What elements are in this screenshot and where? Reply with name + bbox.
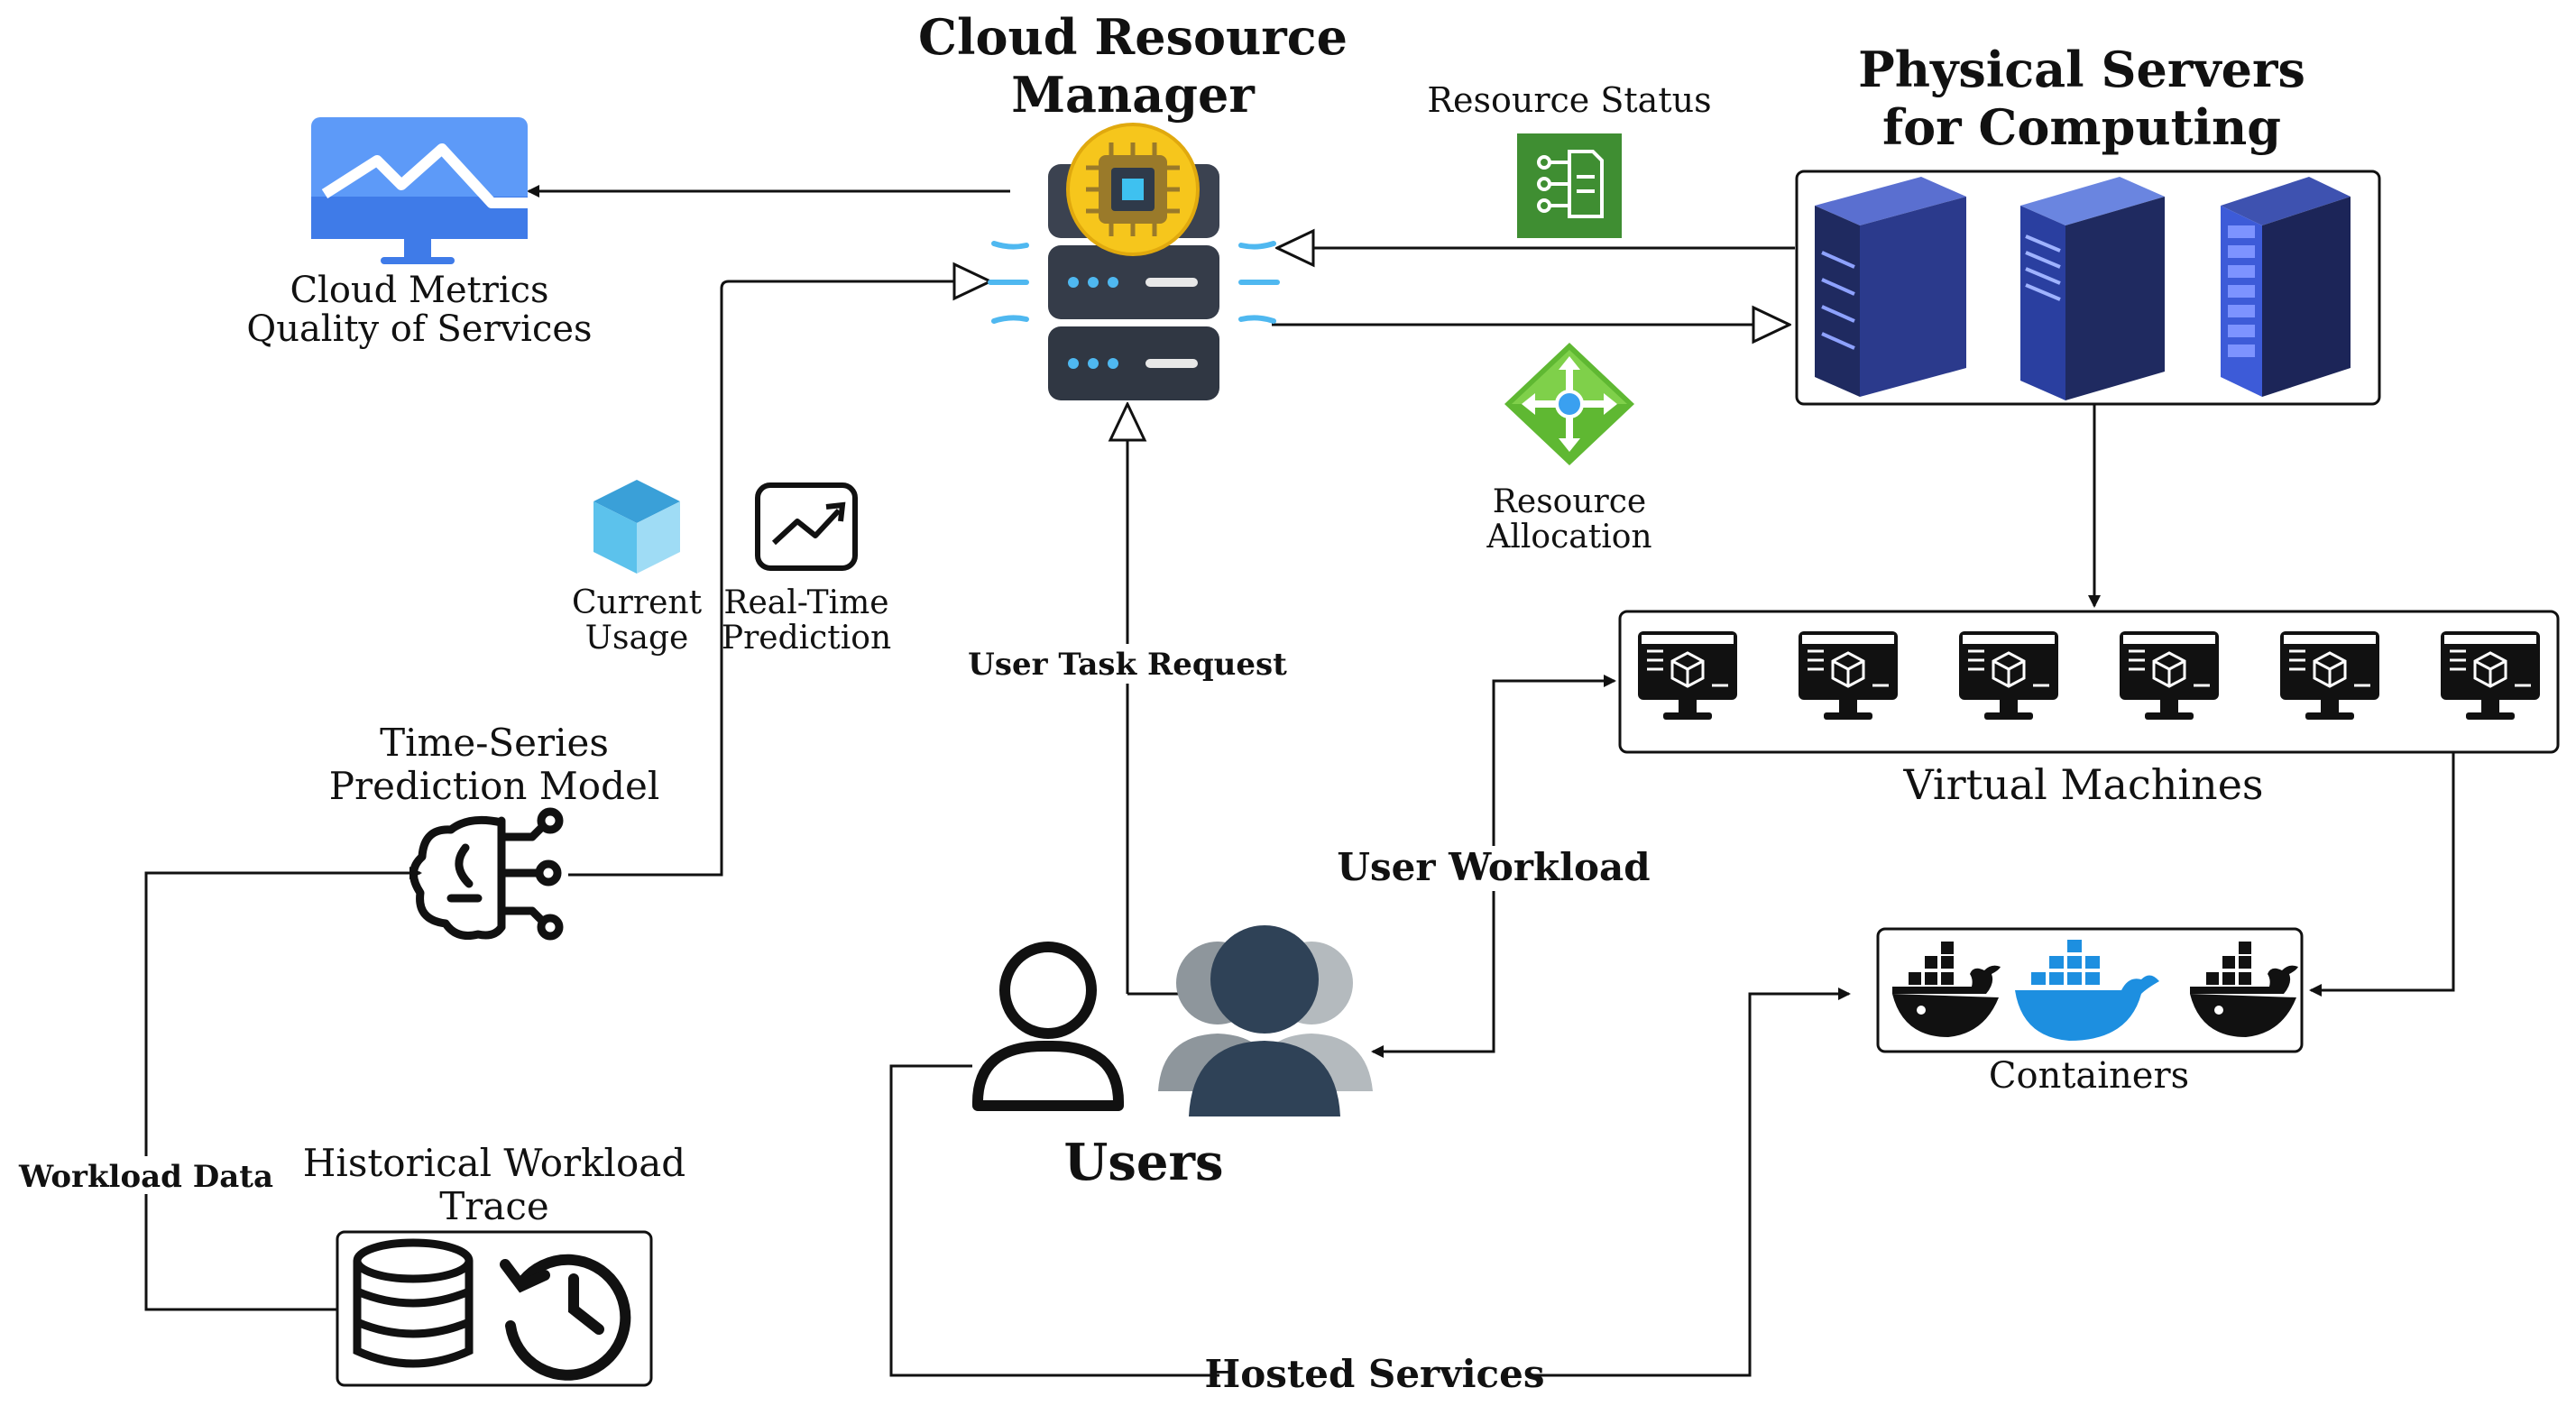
cloud-resource-manager-node: Cloud Resource Manager [918, 8, 1348, 400]
historical-trace-node: Historical Workload Trace [303, 1141, 685, 1387]
ts-model-node: Time-Series Prediction Model [329, 721, 660, 941]
historical-trace-label-2: Trace [439, 1184, 549, 1228]
containers-node: Containers [1876, 927, 2304, 1097]
virtual-machines-box [1618, 610, 2560, 754]
user-group-icon [1158, 925, 1373, 1116]
current-usage-label-1: Current [572, 584, 703, 621]
edge-workload-data [144, 867, 422, 1311]
vm-monitor-icon [2120, 631, 2219, 720]
chip-icon [1066, 123, 1200, 256]
physical-servers-title-2: for Computing [1882, 98, 2281, 156]
resource-status-node: Resource Status [1427, 80, 1712, 238]
vm-icon-row [1638, 631, 2540, 720]
physical-servers-node: Physical Servers for Computing [1795, 41, 2381, 406]
monitor-icon [311, 117, 528, 264]
resource-allocation-node: Resource Allocation [1486, 343, 1652, 556]
server-rack-icon-2 [2020, 177, 2165, 400]
server-rack-icon-3 [2221, 177, 2351, 397]
docker-whale-icon-1 [1892, 942, 2001, 1037]
allocation-diamond-icon [1504, 343, 1634, 465]
manager-title-1: Cloud Resource [918, 8, 1348, 66]
current-usage-node: Current Usage [572, 480, 703, 657]
cloud-metrics-node: Cloud Metrics Quality of Services [246, 117, 593, 350]
resource-status-label: Resource Status [1427, 80, 1711, 120]
user-outline-icon [971, 942, 1125, 1111]
historical-trace-label-1: Historical Workload [303, 1141, 685, 1185]
vm-monitor-icon [1799, 631, 1898, 720]
edge-prediction-to-manager [568, 281, 990, 877]
vm-monitor-icon [1959, 631, 2058, 720]
database-icon [353, 1238, 474, 1368]
users-label: Users [1063, 1133, 1223, 1192]
history-clock-icon [500, 1254, 631, 1381]
vm-monitor-icon [1638, 631, 1737, 720]
manager-title-2: Manager [1011, 66, 1255, 124]
resource-allocation-label-2: Allocation [1486, 519, 1651, 556]
realtime-prediction-node: Real-Time Prediction [722, 482, 891, 657]
containers-label: Containers [1989, 1055, 2189, 1097]
cloud-metrics-label: Cloud Metrics [290, 270, 548, 311]
document-checklist-icon [1517, 133, 1622, 238]
realtime-prediction-label-2: Prediction [722, 620, 891, 657]
virtual-machines-label: Virtual Machines [1902, 760, 2263, 809]
docker-whale-icon-2 [2015, 940, 2159, 1041]
cube-icon [593, 480, 680, 574]
edge-vms-to-containers [2309, 753, 2455, 997]
server-rack-icon-1 [1815, 177, 1966, 397]
resource-allocation-label-1: Resource [1493, 483, 1646, 520]
docker-whale-icon-3 [2190, 942, 2298, 1037]
ts-model-label-1: Time-Series [380, 721, 609, 765]
virtual-machines-node: Virtual Machines [1618, 610, 2560, 809]
hosted-services-label: Hosted Services [1205, 1352, 1545, 1396]
user-workload-label: User Workload [1337, 845, 1650, 889]
vm-monitor-icon [2441, 631, 2540, 720]
trend-chart-icon [755, 482, 858, 571]
physical-servers-title-1: Physical Servers [1858, 41, 2305, 98]
connectors [144, 185, 2455, 1377]
qos-label: Quality of Services [246, 308, 592, 350]
realtime-prediction-label-1: Real-Time [723, 584, 888, 621]
users-node: Users [971, 925, 1373, 1192]
current-usage-label-2: Usage [585, 620, 689, 657]
edge-labels: User Task Request User Workload Workload… [18, 644, 1651, 1398]
vm-monitor-icon [2280, 631, 2379, 720]
ts-model-label-2: Prediction Model [329, 764, 660, 808]
historical-trace-box [336, 1230, 653, 1387]
brain-circuit-icon [409, 807, 564, 941]
user-task-request-label: User Task Request [968, 647, 1287, 683]
workload-data-label: Workload Data [18, 1159, 273, 1195]
